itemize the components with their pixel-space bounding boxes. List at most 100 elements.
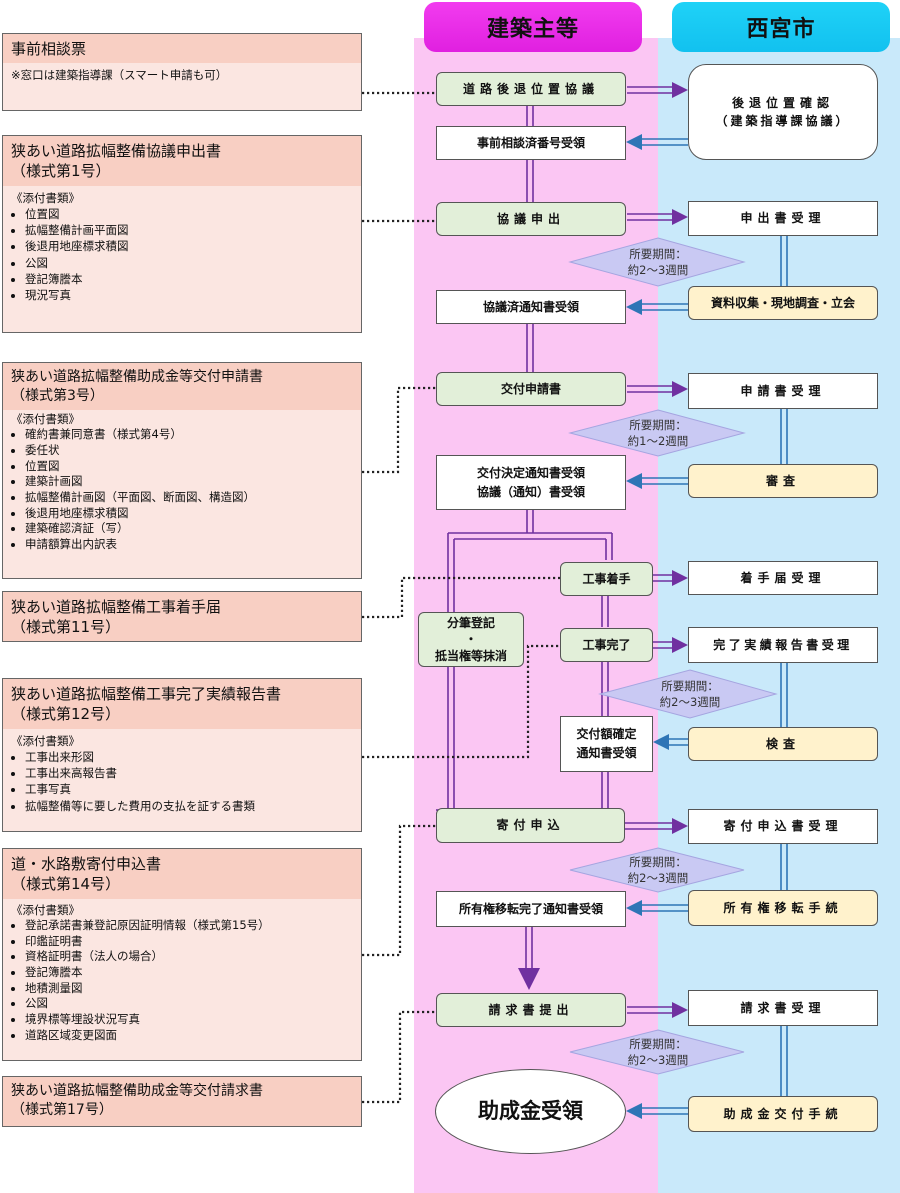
attachment-item: 道路区域変更図面 <box>25 1028 353 1044</box>
step-completion-report-accepted: 完了実績報告書受理 <box>688 627 878 663</box>
doc-donation-application: 道・水路敷寄付申込書（様式第14号） 《添付書類》 登記承諾書兼登記原因証明情報… <box>2 848 362 1061</box>
step-application-accepted: 申請書受理 <box>688 373 878 409</box>
doc-grant-request: 狭あい道路拡幅整備助成金等交付請求書 （様式第17号） <box>2 1076 362 1127</box>
doc-completion-report: 狭あい道路拡幅整備工事完了実績報告書（様式第12号） 《添付書類》 工事出来形図… <box>2 678 362 832</box>
attachment-item: 拡幅整備等に要した費用の支払を証する書類 <box>25 798 353 814</box>
doc-form-number: （様式第14号） <box>11 875 121 894</box>
step-line: 後退位置確認 <box>731 96 834 110</box>
step-line: 分筆登記 <box>446 616 495 631</box>
step-ownership-transfer: 所有権移転手続 <box>688 890 878 926</box>
attachment-item: 工事出来高報告書 <box>25 765 353 781</box>
attachment-item: 工事写真 <box>25 781 353 797</box>
step-grant-amount-notice-received: 交付額確定 通知書受領 <box>560 716 653 772</box>
doc-construction-start: 狭あい道路拡幅整備工事着手届 （様式第11号） <box>2 591 362 642</box>
attachment-item: 位置図 <box>25 206 353 222</box>
attachments-list: 工事出来形図 工事出来高報告書 工事写真 拡幅整備等に要した費用の支払を証する書… <box>11 749 353 814</box>
owner-lane-header: 建築主等 <box>424 2 642 52</box>
arrow-right <box>627 1002 688 1018</box>
step-consultation-number-received: 事前相談済番号受領 <box>436 126 626 160</box>
period-label: 所要期間：約2～3週間 <box>627 854 689 885</box>
attachment-item: 申請額算出内訳表 <box>25 537 353 553</box>
doc-title: 狭あい道路拡幅整備協議申出書 <box>11 142 222 160</box>
step-grant-payment: 助成金交付手続 <box>688 1096 878 1132</box>
blue-arrows <box>626 134 788 1119</box>
arrow-right <box>627 82 688 98</box>
step-donation-application: 寄付申込 <box>436 808 625 843</box>
doc-title: 狭あい道路拡幅整備助成金等交付申請書 <box>11 369 263 385</box>
attachment-item: 資格証明書（法人の場合） <box>25 949 353 965</box>
period-diamonds <box>568 237 778 1075</box>
arrow-right <box>625 818 688 834</box>
step-line: 協議（通知）書受領 <box>476 484 585 499</box>
step-consultation-notice-received: 協議済通知書受領 <box>436 290 626 324</box>
arrow-left <box>626 299 688 315</box>
period-label: 所要期間：約2～3週間 <box>627 1036 689 1067</box>
attachment-item: 公図 <box>25 255 353 271</box>
doc-title: 事前相談票 <box>3 34 361 64</box>
step-subdivision-registration: 分筆登記 ・ 抵当権等抹消 <box>418 612 524 667</box>
attachments-heading: 《添付書類》 <box>11 733 80 748</box>
step-invoice-accepted: 請求書受理 <box>688 990 878 1026</box>
attachment-item: 境界標等埋設状況写真 <box>25 1012 353 1028</box>
arrow-left <box>626 900 688 916</box>
step-construction-complete: 工事完了 <box>560 628 653 662</box>
doc-note: ※窓口は建築指導課（スマート申請も可） <box>11 68 228 83</box>
attachments-list: 位置図 拡幅整備計画平面図 後退用地座標求積図 公図 登記簿謄本 現況写真 <box>11 206 353 304</box>
attachment-item: 建築確認済証（写） <box>25 521 353 537</box>
doc-form-number: （様式第1号） <box>11 162 111 181</box>
step-line: ・ <box>464 632 477 647</box>
purple-arrows <box>436 82 688 1018</box>
attachment-item: 確約書兼同意書（様式第4号） <box>25 427 353 443</box>
dotted-links <box>362 91 560 1104</box>
attachment-item: 公図 <box>25 996 353 1012</box>
doc-form-number: （様式第17号） <box>11 1101 113 1118</box>
doc-form-number: （様式第3号） <box>11 387 104 404</box>
arrow-right <box>627 209 688 225</box>
attachments-list: 登記承諾書兼登記原因証明情報（様式第15号） 印鑑証明書 資格証明書（法人の場合… <box>11 918 353 1043</box>
attachment-item: 登記簿謄本 <box>25 965 353 981</box>
step-donation-accepted: 寄付申込書受理 <box>688 809 878 844</box>
step-grant-received: 助成金受領 <box>435 1069 626 1154</box>
arrow-left <box>626 473 688 489</box>
arrow-right <box>653 570 688 586</box>
doc-title: 狭あい道路拡幅整備工事着手届 <box>11 598 222 616</box>
step-setback-confirmation: 後退位置確認 （建築指導課協議） <box>688 64 878 160</box>
step-grant-application: 交付申請書 <box>436 372 626 406</box>
step-line: （建築指導課協議） <box>715 114 851 128</box>
attachments-list: 確約書兼同意書（様式第4号） 委任状 位置図 建築計画図 拡幅整備計画図（平面図… <box>11 427 353 552</box>
doc-grant-application: 狭あい道路拡幅整備助成金等交付申請書 （様式第3号） 《添付書類》 確約書兼同意書… <box>2 362 362 579</box>
step-line: 交付額確定 <box>576 727 637 742</box>
city-lane-header: 西宮市 <box>672 2 890 52</box>
doc-form-number: （様式第11号） <box>11 618 121 637</box>
step-construction-start: 工事着手 <box>560 562 653 596</box>
attachment-item: 建築計画図 <box>25 474 353 490</box>
arrow-right <box>627 381 688 397</box>
step-review: 審査 <box>688 464 878 498</box>
attachment-item: 拡幅整備計画図（平面図、断面図、構造図） <box>25 490 353 506</box>
attachment-item: 登記承諾書兼登記原因証明情報（様式第15号） <box>25 918 353 934</box>
period-label: 所要期間：約1～2週間 <box>627 417 689 448</box>
attachment-item: 後退用地座標求積図 <box>25 238 353 254</box>
step-invoice-submission: 請求書提出 <box>436 993 626 1027</box>
attachment-item: 拡幅整備計画平面図 <box>25 222 353 238</box>
step-line: 交付決定通知書受領 <box>476 465 585 480</box>
step-site-survey: 資料収集・現地調査・立会 <box>688 286 878 320</box>
step-road-setback-consultation: 道路後退位置協議 <box>436 72 626 106</box>
attachments-heading: 《添付書類》 <box>11 411 80 426</box>
attachment-item: 位置図 <box>25 459 353 475</box>
doc-consultation-request: 狭あい道路拡幅整備協議申出書（様式第1号） 《添付書類》 位置図 拡幅整備計画平… <box>2 135 362 333</box>
step-inspection: 検査 <box>688 727 878 761</box>
arrow-left <box>653 734 688 750</box>
step-request-accepted: 申出書受理 <box>688 201 878 236</box>
period-label: 所要期間：約2～3週間 <box>627 246 689 277</box>
step-ownership-transfer-notice-received: 所有権移転完了通知書受領 <box>436 891 626 927</box>
attachment-item: 登記簿謄本 <box>25 271 353 287</box>
doc-title: 狭あい道路拡幅整備助成金等交付請求書 <box>11 1083 263 1099</box>
doc-form-number: （様式第12号） <box>11 705 121 724</box>
period-label: 所要期間：約2～3週間 <box>659 678 721 709</box>
step-consultation-request: 協議申出 <box>436 202 626 236</box>
arrow-left <box>626 1103 688 1119</box>
step-line: 抵当権等抹消 <box>434 648 507 663</box>
attachments-heading: 《添付書類》 <box>11 902 80 917</box>
